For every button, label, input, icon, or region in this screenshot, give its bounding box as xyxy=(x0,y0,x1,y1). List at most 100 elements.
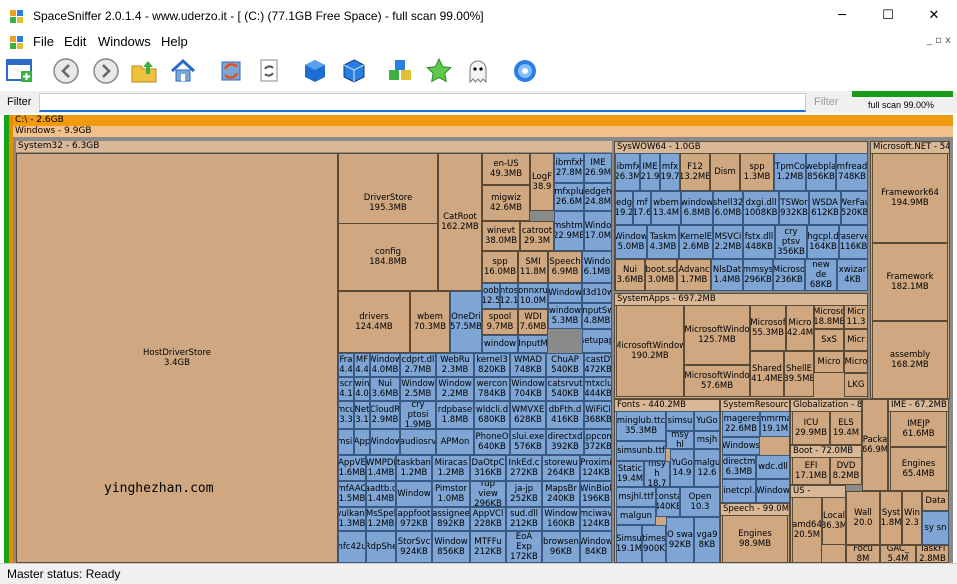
menu-windows[interactable]: Windows xyxy=(98,34,151,49)
treemap-cell-msjh[interactable]: msjh xyxy=(694,431,720,449)
treemap[interactable]: C:\ - 2.6GB Windows - 9.9GB System32 - 6… xyxy=(4,115,953,563)
star-icon[interactable] xyxy=(424,56,454,86)
root-level-bar[interactable] xyxy=(4,115,9,563)
rescan-icon[interactable] xyxy=(254,56,284,86)
treemap-cell-mcu[interactable]: mcu3.3 xyxy=(338,401,354,429)
new-window-icon[interactable] xyxy=(5,56,35,86)
blue-cube-outline-icon[interactable] xyxy=(339,56,369,86)
ghost-icon[interactable] xyxy=(463,56,493,86)
treemap-cell-mic10[interactable]: Micro xyxy=(844,351,868,373)
treemap-cell-apmon[interactable]: APMon xyxy=(436,429,474,455)
colored-cubes-icon[interactable] xyxy=(386,56,416,86)
treemap-cell-sppcom[interactable]: sppcom372KB xyxy=(584,429,612,455)
treemap-cell-bcastdv[interactable]: BcastDV472KB xyxy=(584,353,612,377)
treemap-cell-windowsc[interactable]: Window4.0MB xyxy=(370,353,400,377)
treemap-cell-simsunb[interactable]: simsunb.ttf xyxy=(616,441,666,461)
treemap-cell-msjhl[interactable]: msjhl.ttf xyxy=(616,487,656,507)
filter-input[interactable] xyxy=(39,93,806,112)
treemap-cell-data[interactable]: Data xyxy=(922,491,949,511)
treemap-cell-setupapi[interactable]: setupap xyxy=(582,329,612,353)
treemap-cell-mmrma[interactable]: mmrma19.1M xyxy=(760,411,790,437)
menu-help[interactable]: Help xyxy=(161,34,188,49)
up-folder-icon[interactable] xyxy=(129,56,159,86)
treemap-cell-micro9[interactable]: Micro xyxy=(814,351,844,373)
treemap-cell-micr7[interactable]: Micr xyxy=(844,329,868,351)
treemap-cell-msyhl[interactable]: msy hl xyxy=(666,431,694,449)
treemap-cell-windows10[interactable]: Window xyxy=(396,481,432,507)
back-icon[interactable] xyxy=(51,56,81,86)
menu-edit[interactable]: Edit xyxy=(64,34,87,49)
treemap-cell-gac[interactable]: GAC_5.4M xyxy=(880,545,916,563)
menu-file[interactable]: File xyxy=(33,34,54,49)
close-button[interactable]: ✕ xyxy=(928,8,940,23)
